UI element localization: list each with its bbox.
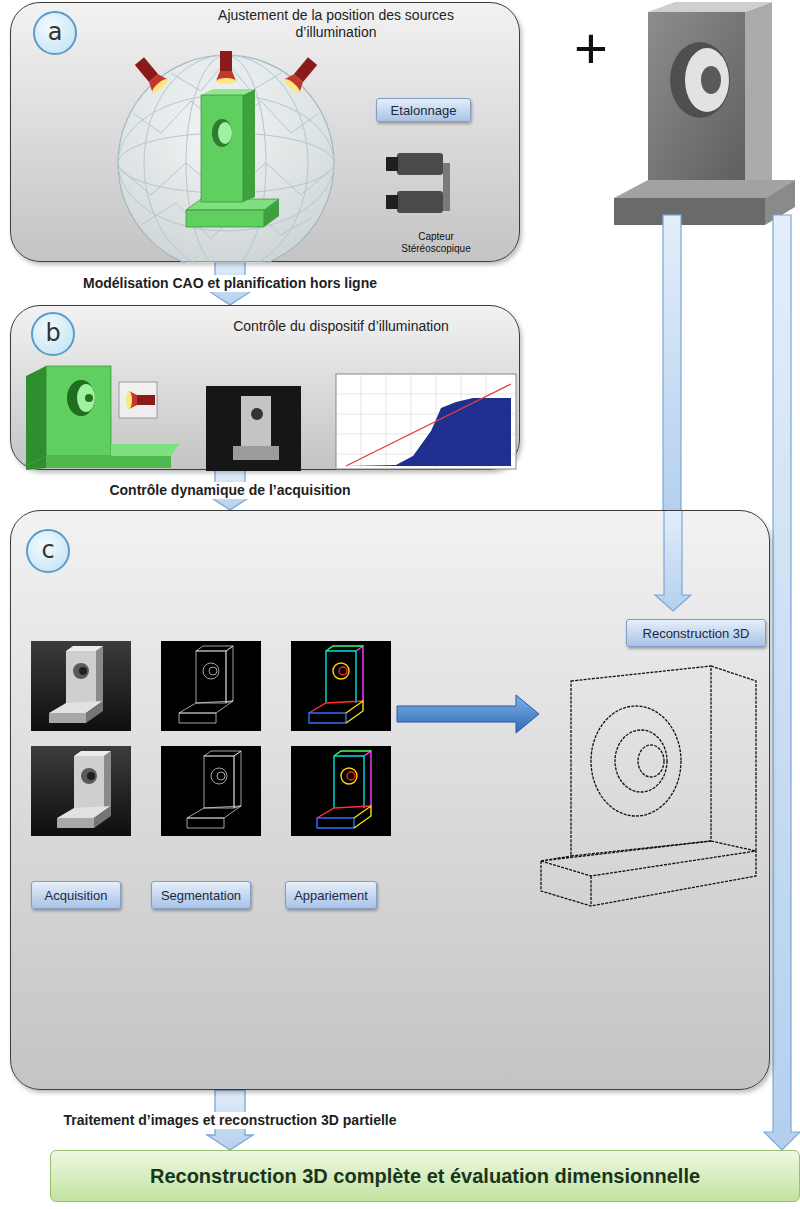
- label-holder: Capteur Stéréoscopique: [386, 231, 486, 255]
- process-panel: Contrôle du dispositif d’illumination b: [10, 305, 520, 470]
- result-text: Reconstruction 3D complète et évaluation…: [150, 1165, 700, 1188]
- label-holder: +: [566, 18, 616, 78]
- action-button: Etalonnage: [376, 98, 471, 122]
- step-letter-circle: a: [33, 11, 77, 55]
- step-letter-circle: c: [26, 529, 70, 573]
- step-letter: c: [41, 538, 54, 562]
- edge-label: Traitement d’images et reconstruction 3D…: [61, 1112, 400, 1129]
- step-letter: a: [48, 20, 63, 44]
- button-text: Etalonnage: [391, 103, 457, 118]
- panel-heading: Contrôle du dispositif d’illumination: [231, 318, 451, 335]
- button-text: Segmentation: [161, 888, 241, 903]
- step-letter-circle: b: [31, 312, 75, 356]
- panel-heading: Ajustement de la position des sources d’…: [211, 7, 461, 41]
- button-text: Reconstruction 3D: [643, 626, 750, 641]
- action-button: Reconstruction 3D: [626, 619, 766, 647]
- action-button: Acquisition: [31, 881, 121, 909]
- edge-label: Contrôle dynamique de l’acquisition: [106, 482, 353, 499]
- step-letter: b: [45, 321, 60, 345]
- button-text: Appariement: [294, 888, 368, 903]
- action-button: Appariement: [285, 881, 377, 909]
- result-bar: Reconstruction 3D complète et évaluation…: [50, 1150, 800, 1202]
- reconstruction-illustration: [11, 511, 771, 1091]
- lighting-sphere-illustration: [11, 3, 521, 263]
- process-panel: Ajustement de la position des sources d’…: [10, 2, 520, 262]
- heading-holder: Contrôle du dispositif d’illumination: [231, 318, 451, 335]
- process-panel: cReconstruction 3D Acquisition Segmentatio…: [10, 510, 770, 1090]
- plus-sign: +: [566, 18, 616, 78]
- action-button: Segmentation: [151, 881, 251, 909]
- sensor-label: Capteur Stéréoscopique: [386, 231, 486, 255]
- button-text: Acquisition: [45, 888, 108, 903]
- edge-label: Modélisation CAO et planification hors l…: [80, 275, 380, 292]
- heading-holder: Ajustement de la position des sources d’…: [211, 7, 461, 41]
